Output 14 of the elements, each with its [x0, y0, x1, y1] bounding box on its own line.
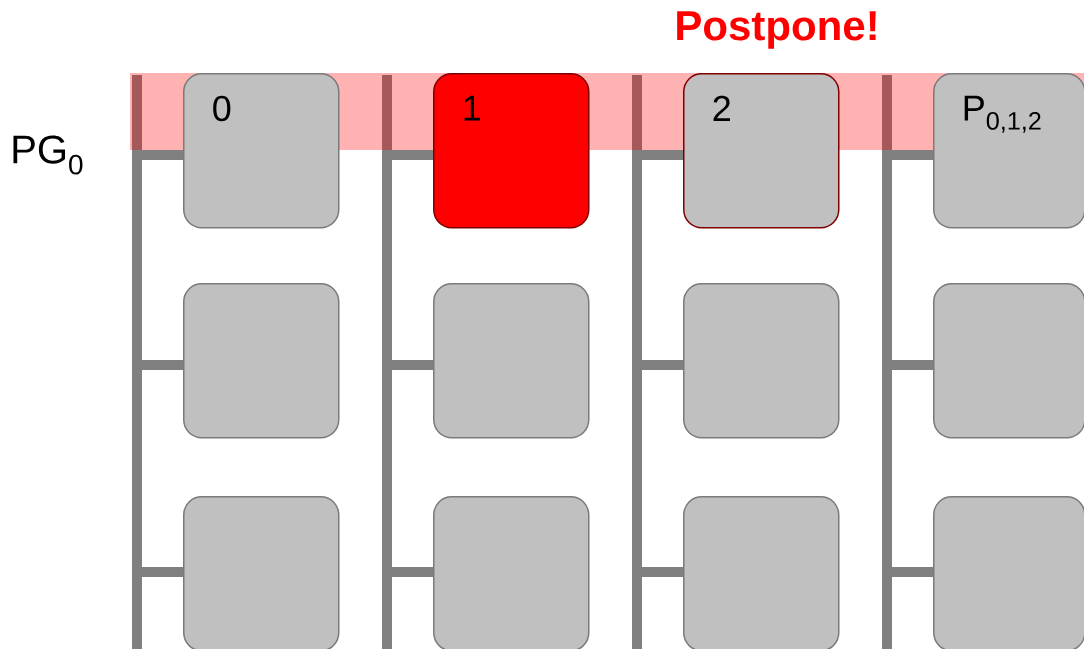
memory-block: 2: [683, 73, 840, 229]
memory-block: [933, 283, 1084, 439]
memory-block: [183, 496, 340, 649]
memory-block: [933, 496, 1084, 649]
row-label: PG$_{0}$: [13, 135, 83, 175]
memory-block: [183, 283, 340, 439]
memory-block: P$_{0,1,2}$: [933, 73, 1084, 229]
memory-block: [433, 496, 590, 649]
memory-block: 1: [433, 73, 590, 229]
memory-block: [683, 496, 840, 649]
memory-block: 0: [183, 73, 340, 229]
warning-text: Postpone!: [677, 11, 876, 49]
memory-block: [433, 283, 590, 439]
memory-block: [683, 283, 840, 439]
